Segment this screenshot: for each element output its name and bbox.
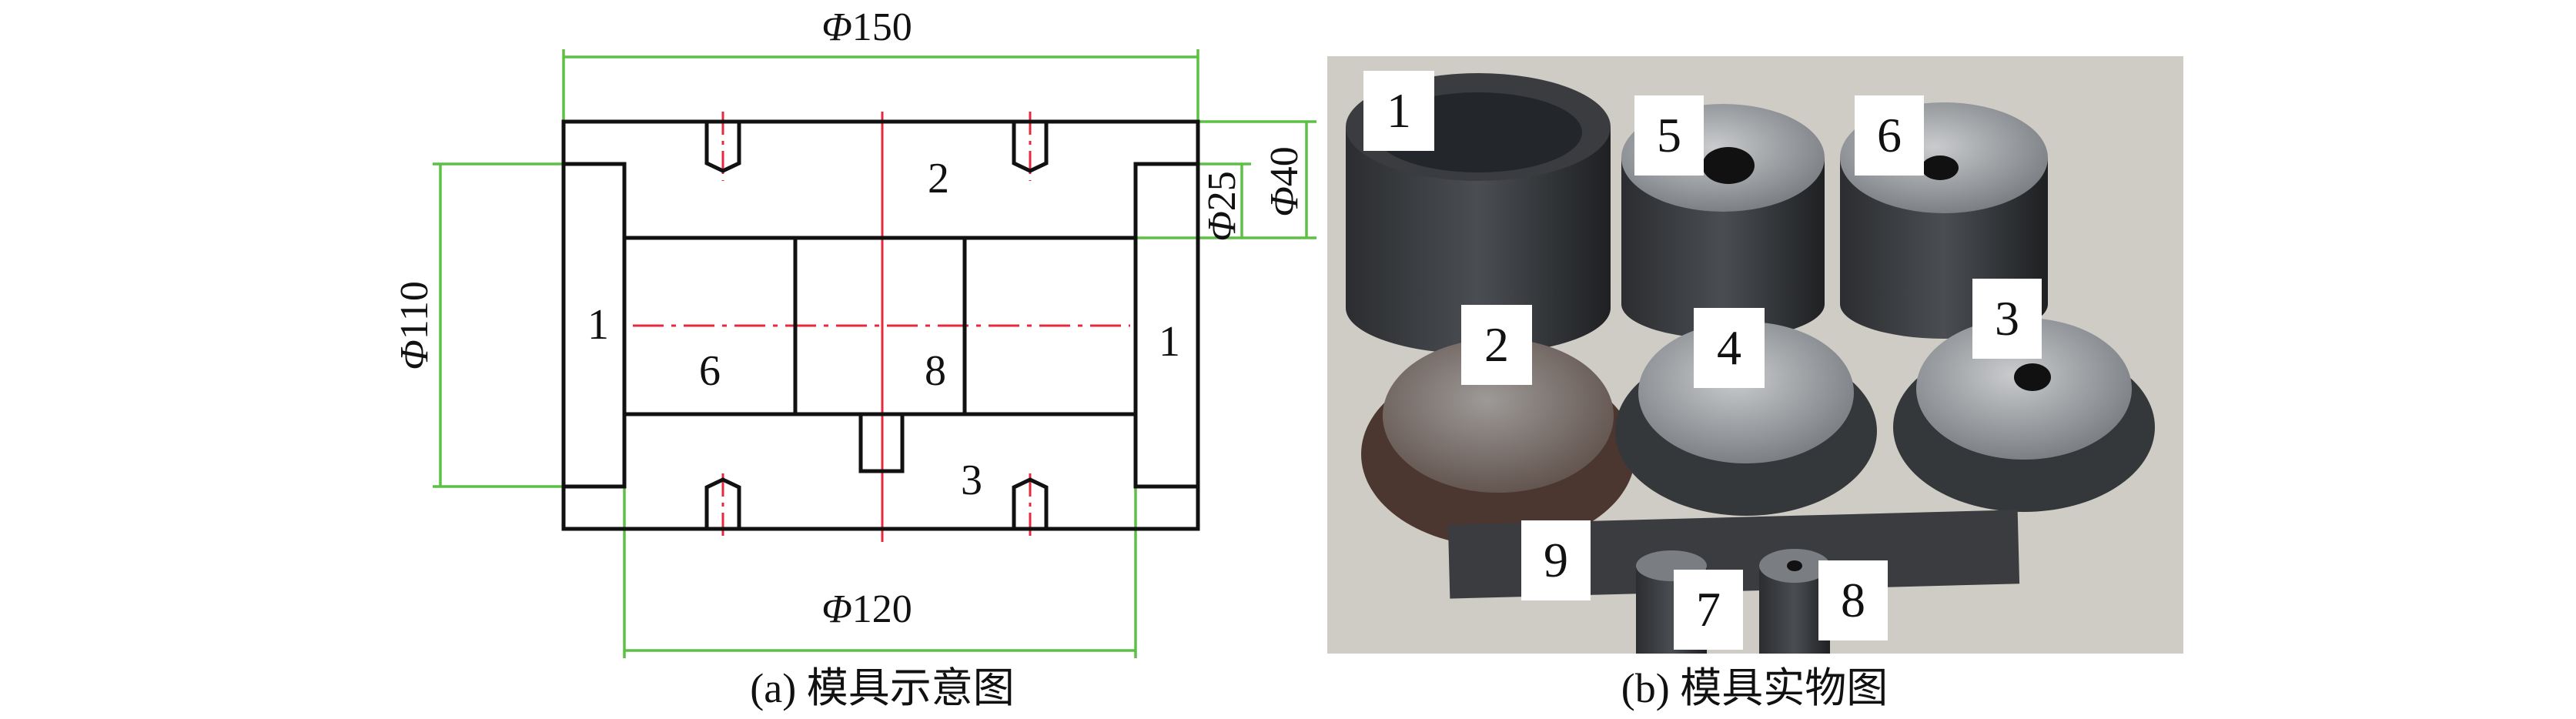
photo-part-8 — [1759, 549, 1830, 654]
dim-label-40: Φ40 — [1263, 146, 1306, 217]
part-label-1-right: 1 — [1159, 318, 1180, 366]
part-label-2: 2 — [928, 155, 949, 202]
photo-label-8: 8 — [1841, 573, 1865, 627]
photo-label-4: 4 — [1717, 320, 1741, 375]
photo-part-sleeve — [1346, 73, 1611, 354]
photo-label-7: 7 — [1696, 582, 1721, 637]
photo-label-5: 5 — [1657, 108, 1681, 162]
bolt-hole-bottom-right — [1012, 477, 1049, 529]
bolt-hole-top-left — [704, 122, 741, 173]
mold-photo: 1 5 6 2 4 3 9 7 8 (b) 模具实物图 — [1327, 56, 2183, 711]
dim-label-25: Φ25 — [1200, 171, 1244, 242]
photo-label-9: 9 — [1544, 533, 1568, 587]
dim-label-110: Φ110 — [393, 281, 437, 370]
part-label-3: 3 — [961, 456, 982, 504]
dim-label-150: Φ150 — [821, 5, 912, 49]
dim-label-120: Φ120 — [821, 587, 912, 631]
photo-label-3: 3 — [1995, 291, 2019, 346]
caption-a: (a) 模具示意图 — [750, 665, 1014, 711]
photo-part-4 — [1615, 322, 1877, 516]
right-sleeve — [1133, 162, 1200, 489]
photo-labels: 1 5 6 2 4 3 9 7 8 — [1363, 71, 2042, 650]
photo-label-6: 6 — [1877, 108, 1902, 162]
bolt-hole-bottom-left — [704, 477, 741, 529]
photo-part-2 — [1361, 339, 1635, 547]
part-label-1-left: 1 — [587, 301, 609, 349]
mold-schematic: 1 1 2 3 6 8 Φ150 Φ120 Φ110 Φ25 Φ40 (a) 模… — [393, 5, 1316, 711]
center-pin-slot — [858, 414, 905, 473]
part-label-6: 6 — [699, 347, 721, 395]
mold-outline — [561, 119, 1200, 531]
photo-label-2: 2 — [1484, 317, 1509, 372]
part-label-8: 8 — [925, 347, 946, 395]
photo-label-1: 1 — [1387, 83, 1411, 138]
caption-b: (b) 模具实物图 — [1621, 665, 1888, 711]
bolt-hole-top-right — [1012, 122, 1049, 173]
photo-part-3 — [1893, 318, 2155, 512]
left-sleeve — [561, 162, 627, 489]
